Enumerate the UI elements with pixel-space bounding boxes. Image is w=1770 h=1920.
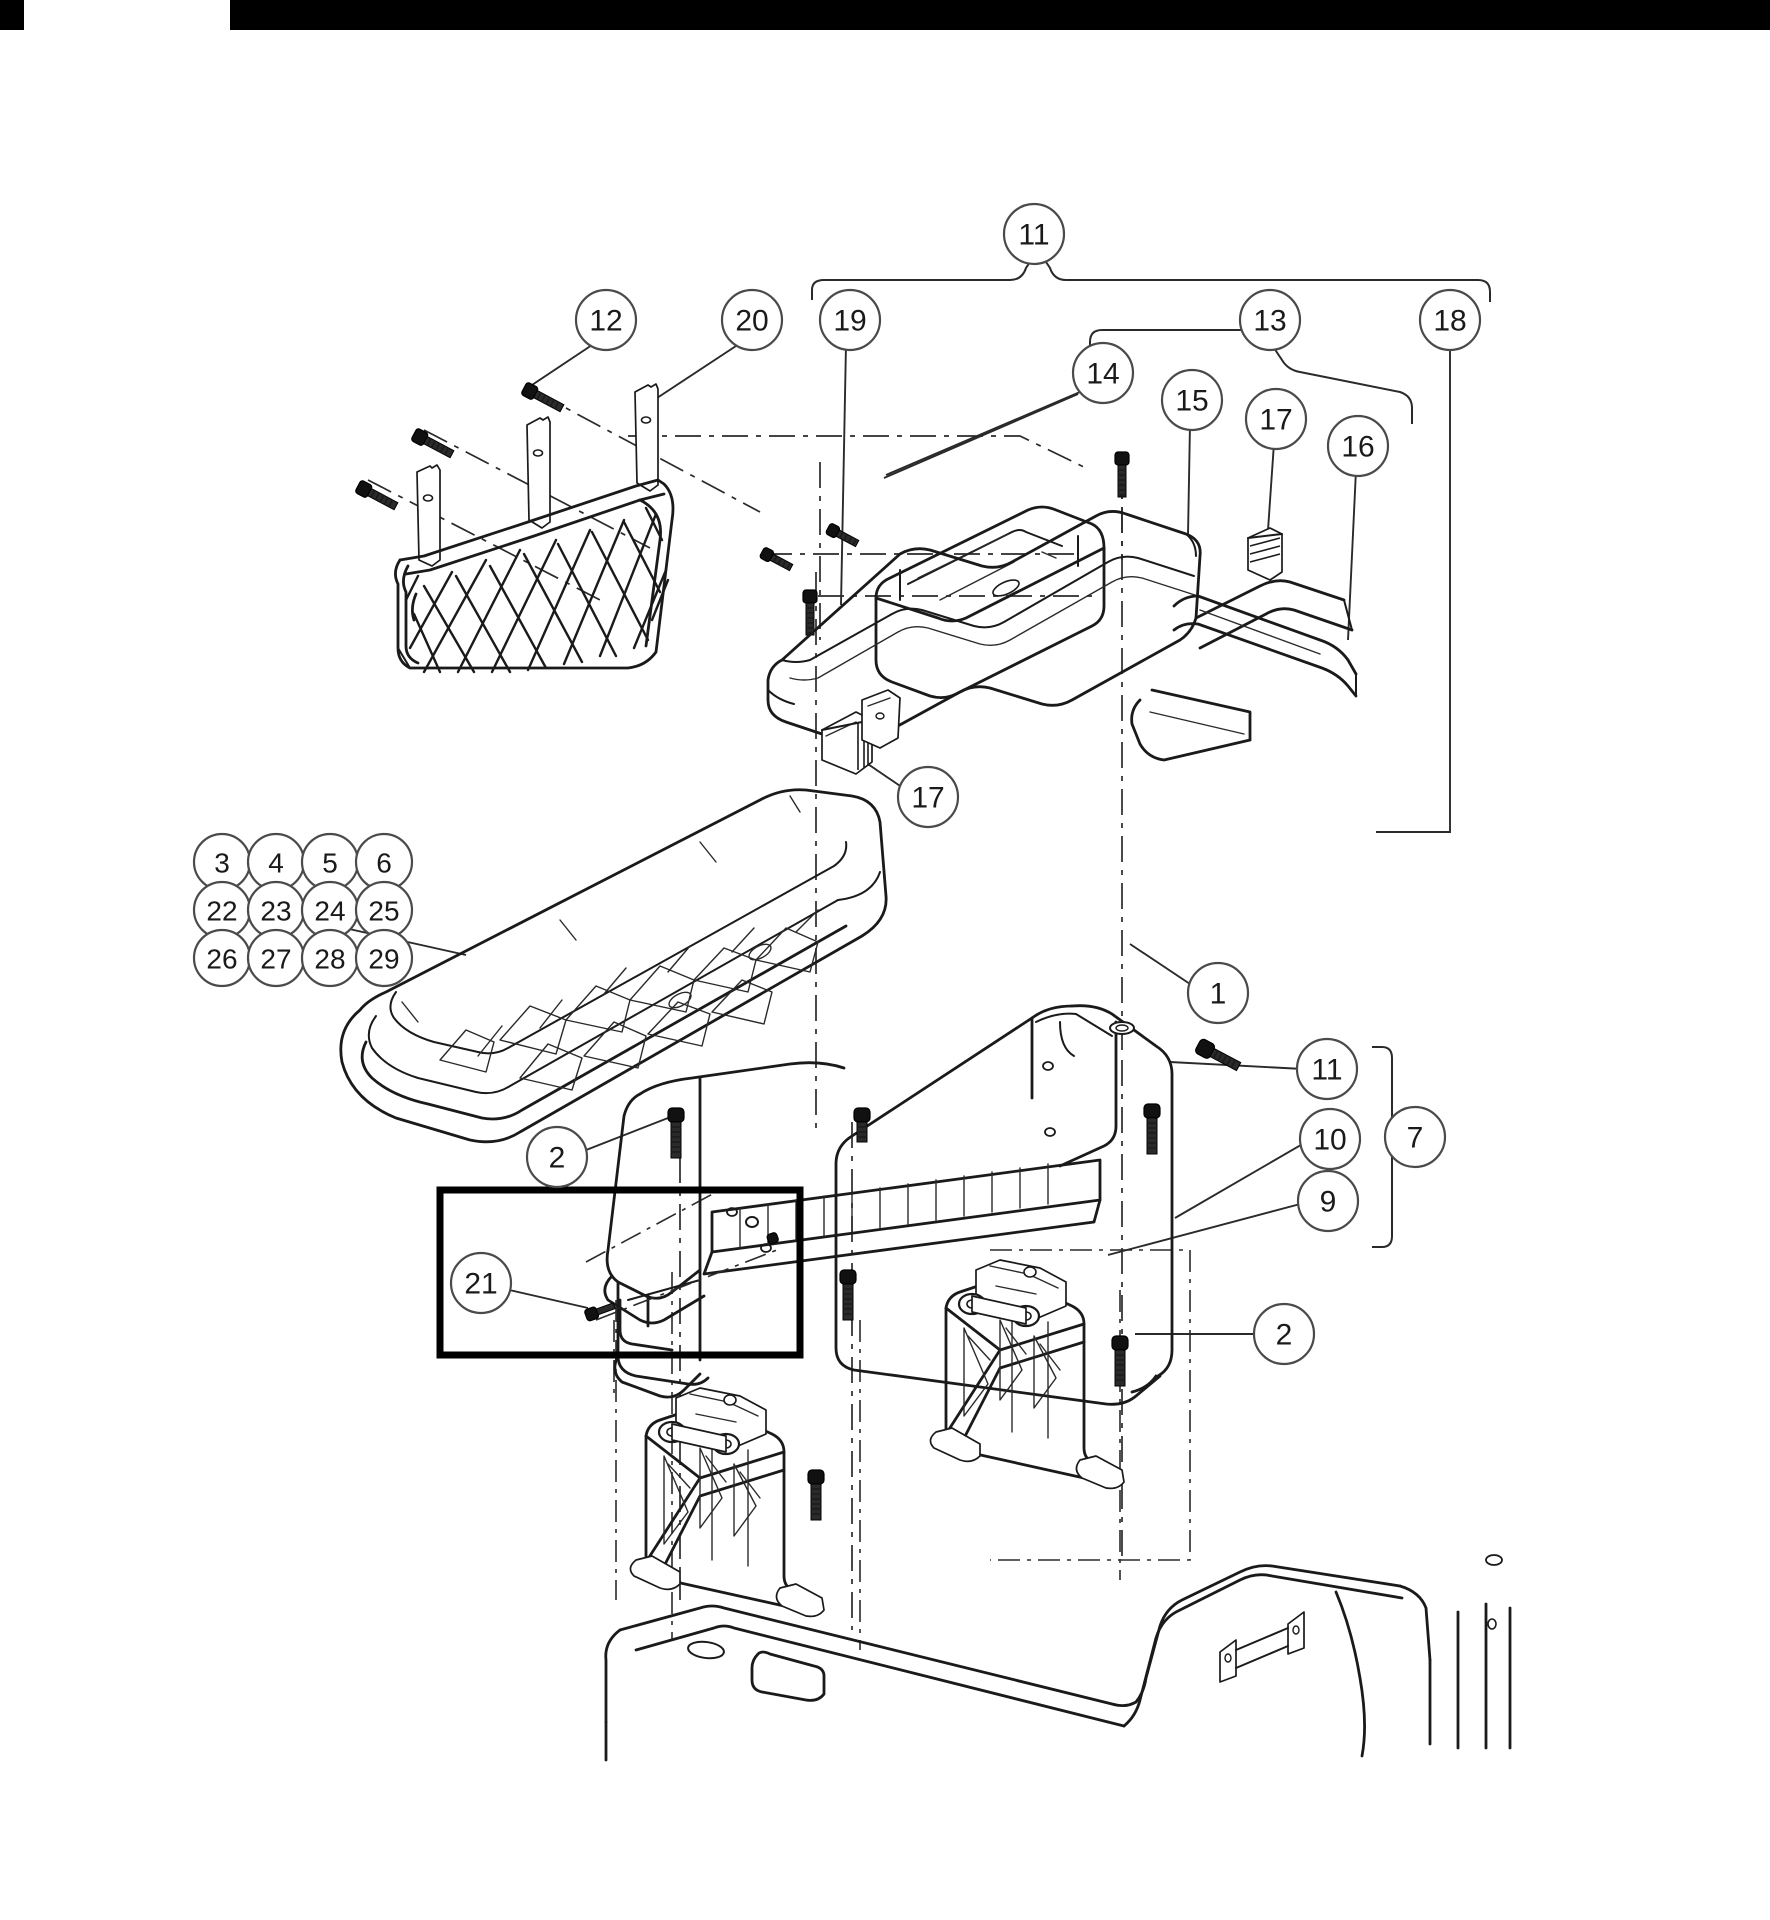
- grid-callout-label-26: 26: [206, 944, 237, 975]
- retaining-clip-upper: [1247, 527, 1283, 581]
- callout-label-c1: 1: [1210, 978, 1227, 1011]
- callout-label-c15: 15: [1175, 385, 1208, 418]
- header-bar-segment-1: [230, 0, 1770, 30]
- callout-c11-r[interactable]: [1295, 1037, 1359, 1101]
- callout-label-c14: 14: [1086, 358, 1119, 391]
- callout-label-c17-mid: 17: [911, 782, 944, 815]
- grid-callout-label-27: 27: [260, 944, 291, 975]
- callout-c17-top[interactable]: [1244, 387, 1308, 451]
- mesh-lattice: [404, 506, 670, 674]
- callout-c10[interactable]: [1298, 1107, 1362, 1171]
- callout-label-c17-top: 17: [1259, 404, 1292, 437]
- callout-c14[interactable]: [1071, 341, 1135, 405]
- callout-c7[interactable]: [1383, 1105, 1447, 1169]
- vertical-console-screws: [802, 451, 1130, 636]
- callout-label-c10: 10: [1313, 1124, 1346, 1157]
- grid-callout-label-4: 4: [268, 848, 284, 879]
- header-bar-segment-0: [0, 0, 24, 30]
- callout-c19[interactable]: [818, 288, 882, 352]
- callout-label-c2-right: 2: [1276, 1319, 1293, 1352]
- callout-c13[interactable]: [1238, 288, 1302, 352]
- grid-callout-label-24: 24: [314, 896, 345, 927]
- right-mounting-bracket-part: [929, 1259, 1125, 1490]
- bracket-webbing-right: [963, 1311, 1061, 1439]
- callout-c18[interactable]: [1418, 288, 1482, 352]
- centerline-axes: [367, 391, 1191, 1650]
- floor-pan-tub-part: [604, 1554, 1512, 1762]
- grid-callout-label-3: 3: [214, 848, 230, 879]
- detail-inset-box: [436, 1186, 804, 1359]
- bracket-webbing: [663, 1439, 761, 1567]
- net-pocket-screws: [355, 382, 860, 572]
- callout-c2-left[interactable]: [525, 1125, 589, 1189]
- callout-c21[interactable]: [449, 1251, 513, 1315]
- assembly-bolts: [584, 1038, 1242, 1521]
- seat-base-pedestal-part: [603, 1004, 1174, 1406]
- callout-c16[interactable]: [1326, 414, 1390, 478]
- callout-label-c18: 18: [1433, 305, 1466, 338]
- callout-label-c16: 16: [1341, 431, 1374, 464]
- callout-label-c11-top: 11: [1018, 219, 1049, 252]
- callout-c11-top[interactable]: [1002, 202, 1066, 266]
- callout-label-c13: 13: [1253, 305, 1286, 338]
- part-number-grid: 3 4 5 6 22 23 24 25 26 27 28 29: [192, 832, 414, 988]
- detail-inset-contents: [595, 1216, 783, 1321]
- callout-label-c12: 12: [589, 305, 622, 338]
- console-tray-part: [874, 505, 1106, 699]
- retaining-clip-lower: [821, 689, 901, 775]
- seat-back-cushion-part: [339, 788, 888, 1144]
- grid-callout-label-22: 22: [206, 896, 237, 927]
- grid-callout-29[interactable]: [354, 928, 414, 988]
- callout-c1[interactable]: [1186, 961, 1250, 1025]
- cushion-internal-ribs: [439, 909, 819, 1091]
- armrest-cover-part: [766, 510, 1354, 745]
- callout-c9[interactable]: [1296, 1169, 1360, 1233]
- callout-label-c19: 19: [833, 305, 866, 338]
- callout-label-c11-r: 11: [1311, 1054, 1342, 1087]
- rail-ribs: [739, 1163, 1049, 1249]
- brace-group-11: [811, 255, 1491, 302]
- grid-callout-label-5: 5: [322, 848, 338, 879]
- grid-callout-label-6: 6: [376, 848, 392, 879]
- grid-callout-label-28: 28: [314, 944, 345, 975]
- leader-lines: [254, 343, 1451, 1335]
- callout-c2-right[interactable]: [1252, 1302, 1316, 1366]
- left-mounting-bracket-part: [629, 1387, 825, 1618]
- top-black-bar: [0, 0, 1770, 30]
- callout-label-c2-left: 2: [549, 1142, 566, 1175]
- callout-c15[interactable]: [1160, 368, 1224, 432]
- grid-callout-label-29: 29: [368, 944, 399, 975]
- callout-label-c21: 21: [464, 1268, 497, 1301]
- callout-c17-mid[interactable]: [896, 765, 960, 829]
- trim-strip-part: [1130, 594, 1358, 762]
- cargo-net-pocket-part: [394, 383, 675, 674]
- grid-callout-label-23: 23: [260, 896, 291, 927]
- grid-callout-label-25: 25: [368, 896, 399, 927]
- callout-label-c20: 20: [735, 305, 768, 338]
- callout-c20[interactable]: [720, 288, 784, 352]
- callout-label-c9: 9: [1320, 1186, 1337, 1219]
- callout-label-c7: 7: [1407, 1122, 1424, 1155]
- callout-c12[interactable]: [574, 288, 638, 352]
